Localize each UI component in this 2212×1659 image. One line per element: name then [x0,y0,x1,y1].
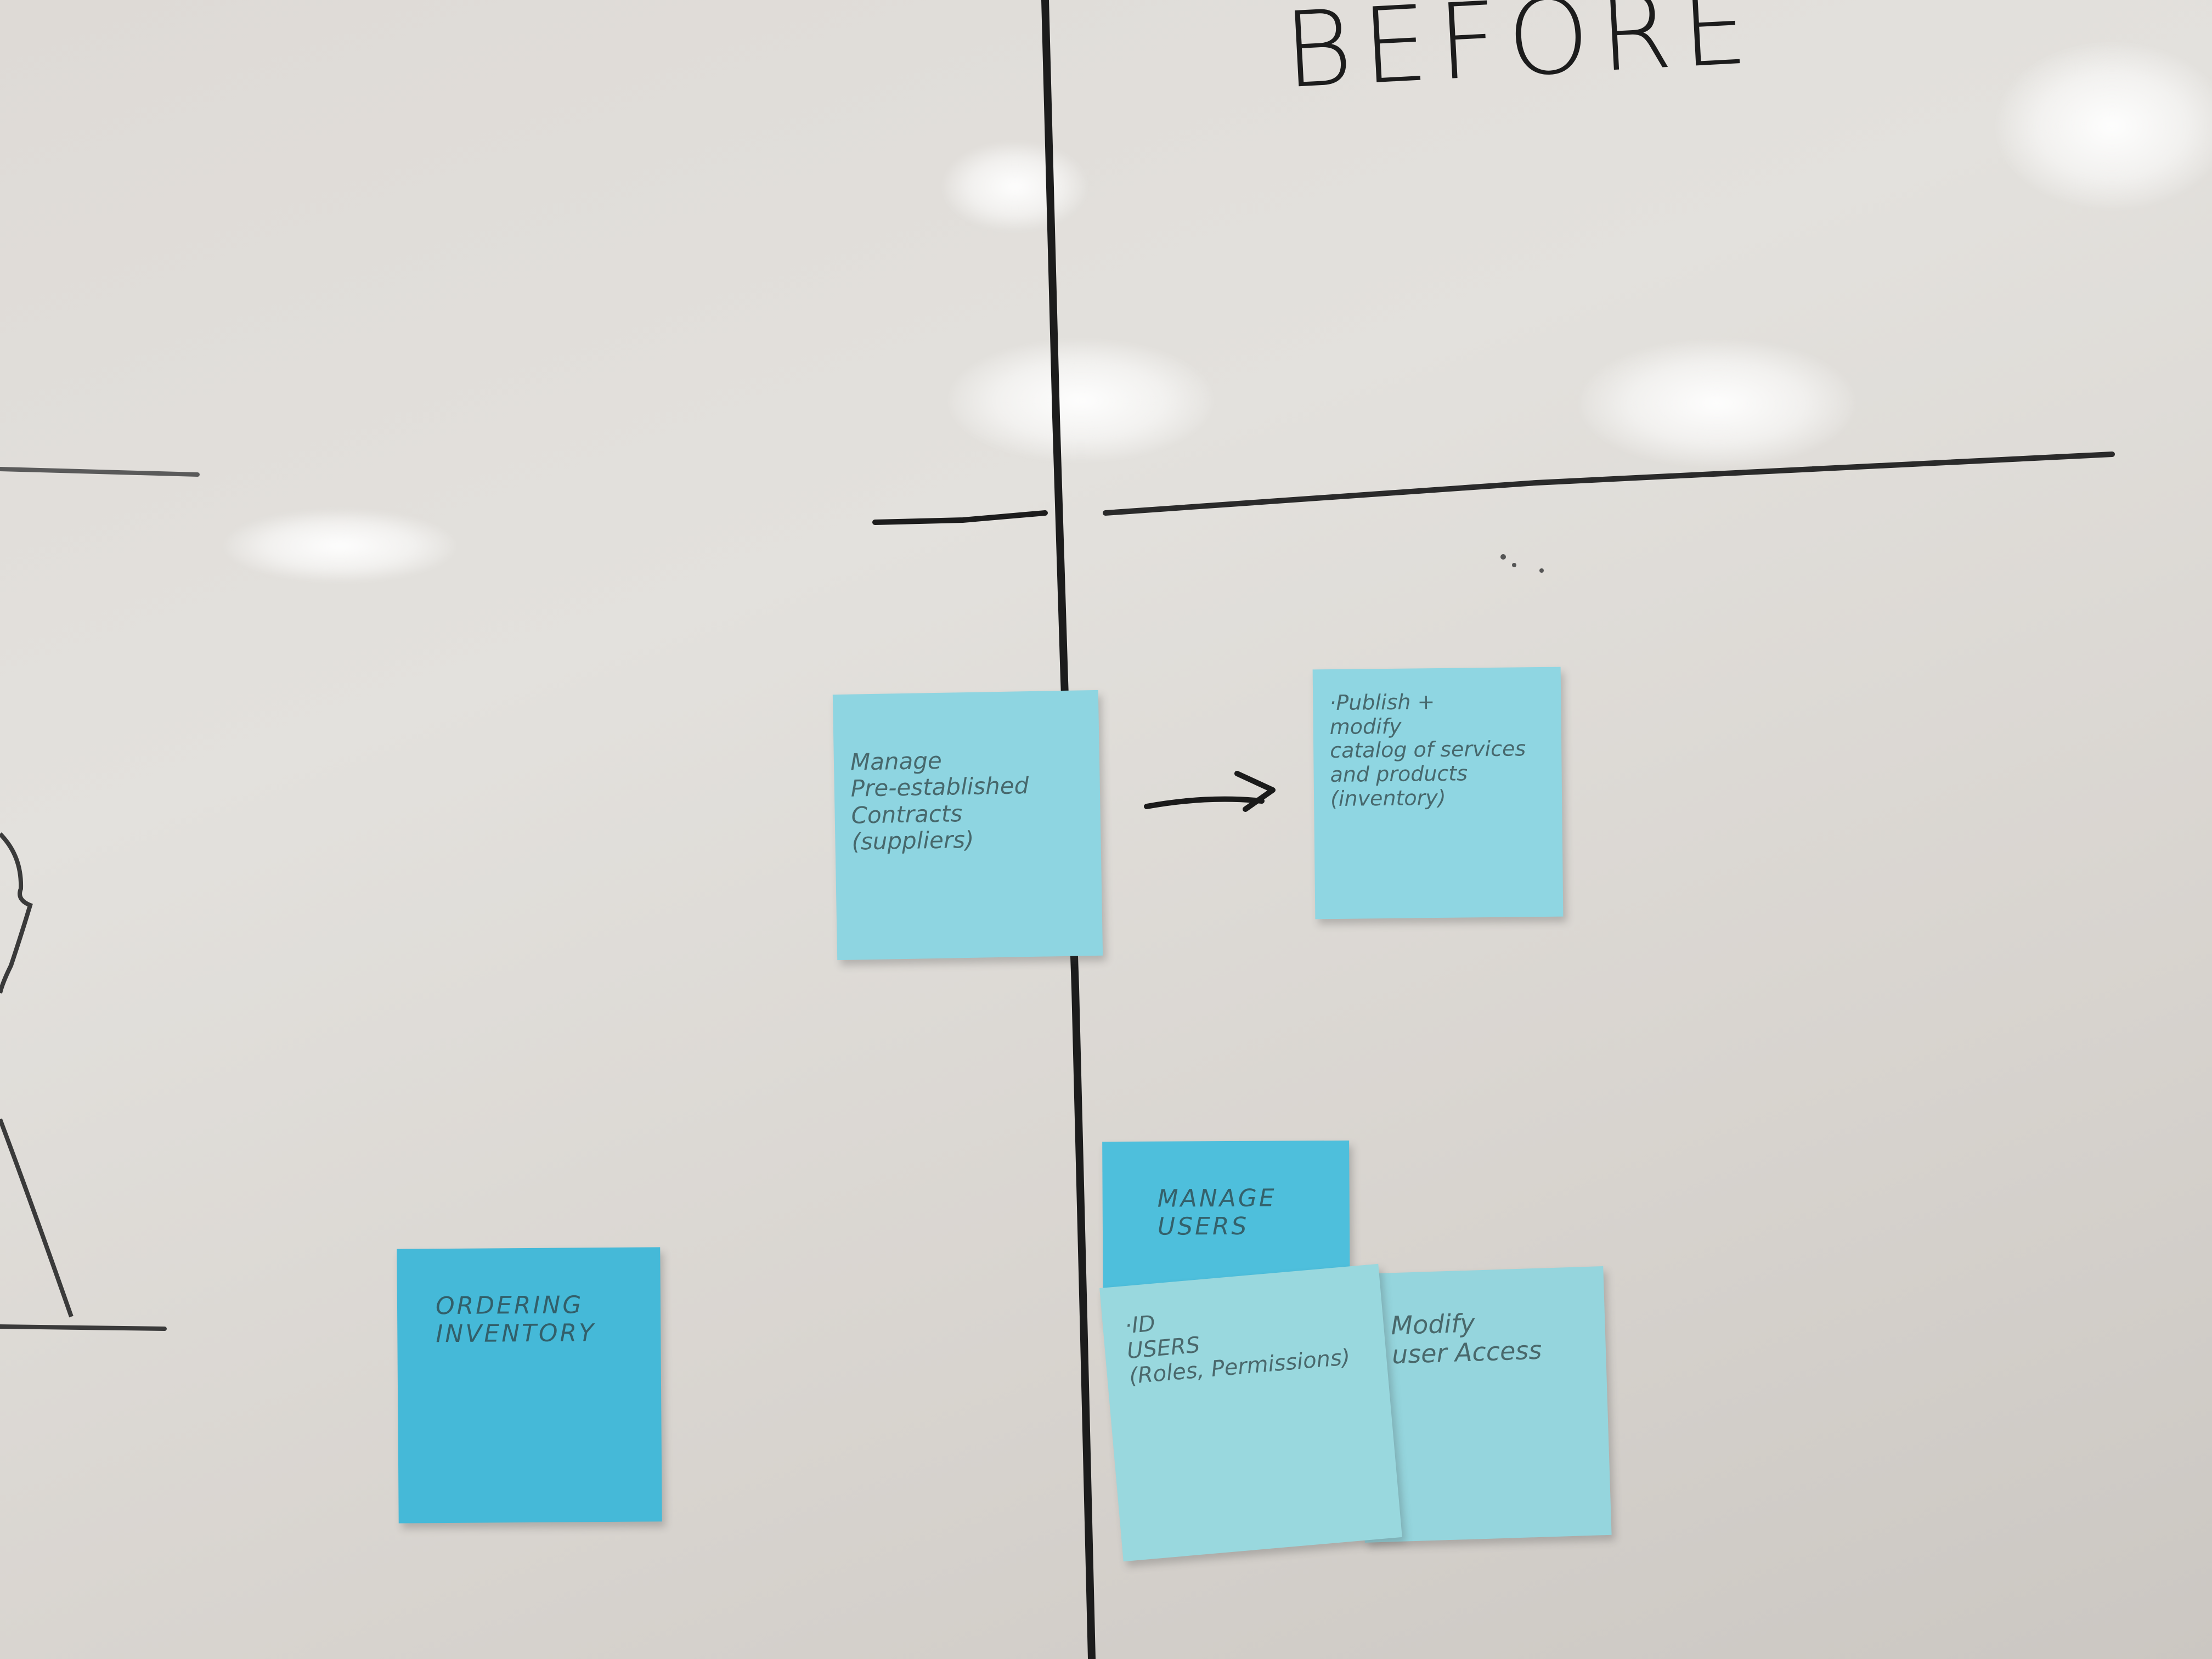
arrow-head [1234,771,1276,812]
sticky-note-publish-catalog[interactable]: ·Publish + modify catalog of services an… [1312,667,1564,919]
sticky-note-text: MANAGE USERS [1157,1184,1277,1241]
horizontal-line-right [1103,452,2115,516]
sticky-note-text: ORDERING INVENTORY [435,1291,596,1348]
stick-figure-leg [0,1118,74,1318]
horizontal-line-top-left [0,467,200,477]
sticky-note-text: ·ID USERS (Roles, Permissions) [1124,1311,1352,1389]
sticky-note-id-users[interactable]: ·ID USERS (Roles, Permissions) [1099,1263,1402,1562]
sticky-note-text: Manage Pre-established Contracts (suppli… [850,747,1029,855]
marker-dot [1512,563,1516,567]
light-glare [225,510,455,582]
horizontal-line-center-left [872,510,1048,525]
light-glare [944,143,1086,230]
sticky-note-ordering-inventory[interactable]: ORDERING INVENTORY [397,1247,662,1523]
sticky-note-text: ·Publish + modify catalog of services an… [1329,690,1526,811]
light-glare [1580,340,1854,466]
arrow-line [1144,796,1265,809]
light-glare [949,340,1212,461]
marker-dot [1539,568,1544,573]
light-glare [1997,44,2212,208]
sticky-note-manage-contracts[interactable]: Manage Pre-established Contracts (suppli… [832,690,1103,961]
sticky-note-text: Modify user Access [1390,1308,1543,1370]
horizontal-line-bottom-left [0,1324,167,1331]
marker-dot [1500,554,1506,560]
stick-figure-sketch [0,832,33,994]
